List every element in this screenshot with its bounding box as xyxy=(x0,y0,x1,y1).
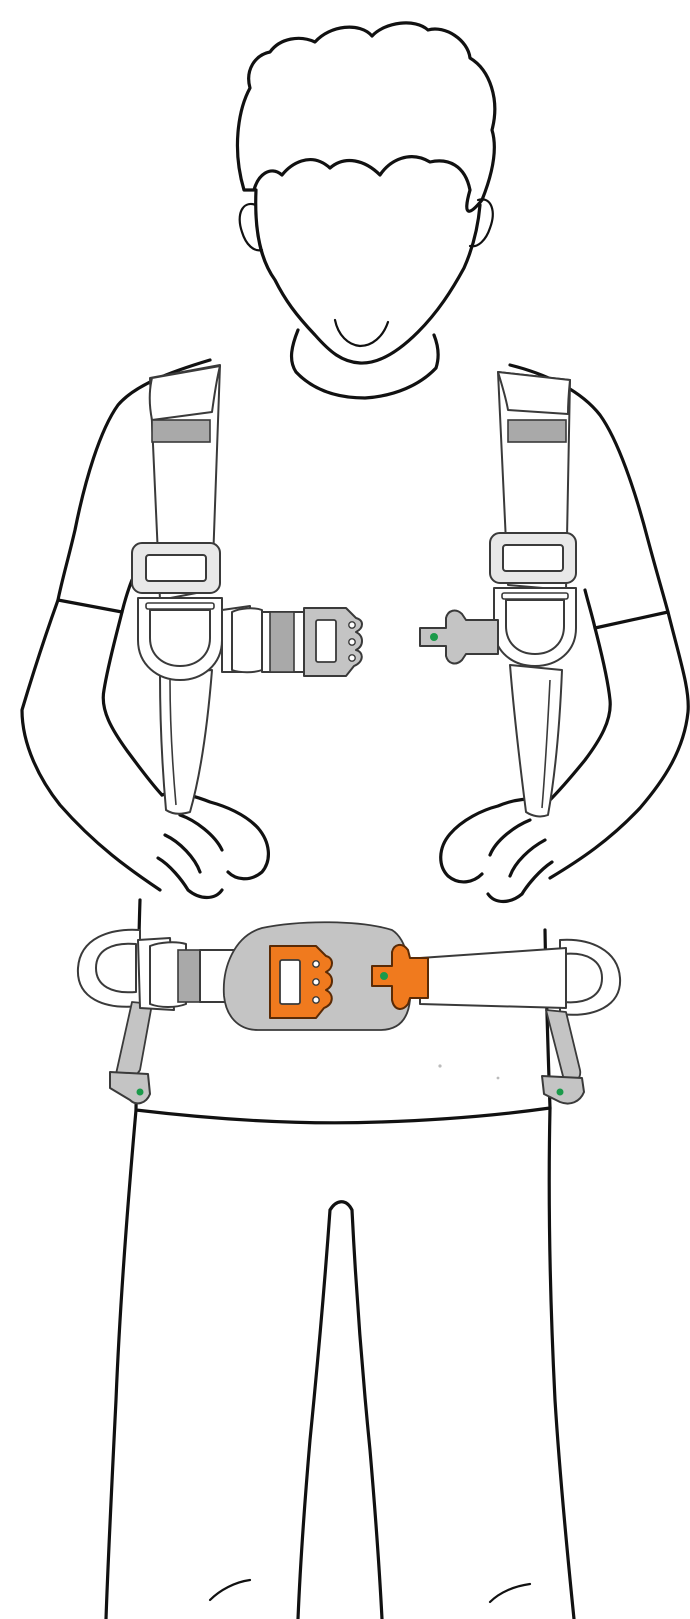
right-d-ring xyxy=(489,532,577,667)
right-arm-inner xyxy=(546,626,612,804)
waist-buckle-icon xyxy=(269,945,333,1019)
right-hand xyxy=(439,797,554,904)
chest-buckle-tongue xyxy=(419,609,499,665)
waist-belt xyxy=(76,921,622,1105)
chest-buckle-icon xyxy=(303,607,363,677)
right-ear xyxy=(468,198,494,248)
safety-harness-icon xyxy=(76,364,622,1105)
ankle-right xyxy=(488,1582,532,1604)
waist-buckle-tongue xyxy=(371,944,429,1010)
neck-outline xyxy=(289,328,440,400)
mouth xyxy=(333,318,390,348)
ankle-left xyxy=(208,1578,252,1602)
face-outline xyxy=(254,188,482,365)
left-leg xyxy=(104,1108,138,1619)
shirt-speck xyxy=(438,1064,442,1068)
right-leg-indicator-dot xyxy=(556,1088,564,1096)
hair-outline xyxy=(235,21,497,213)
left-d-ring xyxy=(131,542,223,681)
chest-indicator-dot xyxy=(430,633,438,641)
chest-strap xyxy=(221,605,499,677)
right-arm-outer xyxy=(548,610,690,880)
crotch xyxy=(296,1200,384,1619)
right-leg-strap xyxy=(545,1009,582,1084)
left-leg-indicator-dot xyxy=(136,1088,144,1096)
person-figure-icon xyxy=(20,21,690,1619)
left-arm-inner xyxy=(101,610,164,797)
shirt-outline xyxy=(56,358,212,614)
waist-belt-grey-band xyxy=(177,949,201,1003)
left-strap-grey-band xyxy=(151,419,211,443)
left-leg-strap xyxy=(115,1001,153,1080)
shirt-speck xyxy=(496,1076,500,1080)
chest-strap-grey-band xyxy=(269,611,295,673)
left-ear xyxy=(238,202,264,252)
left-arm-outer xyxy=(20,598,162,892)
left-hand xyxy=(156,791,270,900)
right-leg xyxy=(547,1106,576,1619)
right-strap-grey-band xyxy=(507,419,567,443)
waist-indicator-dot xyxy=(380,972,388,980)
shirt-outline-right xyxy=(508,363,670,630)
